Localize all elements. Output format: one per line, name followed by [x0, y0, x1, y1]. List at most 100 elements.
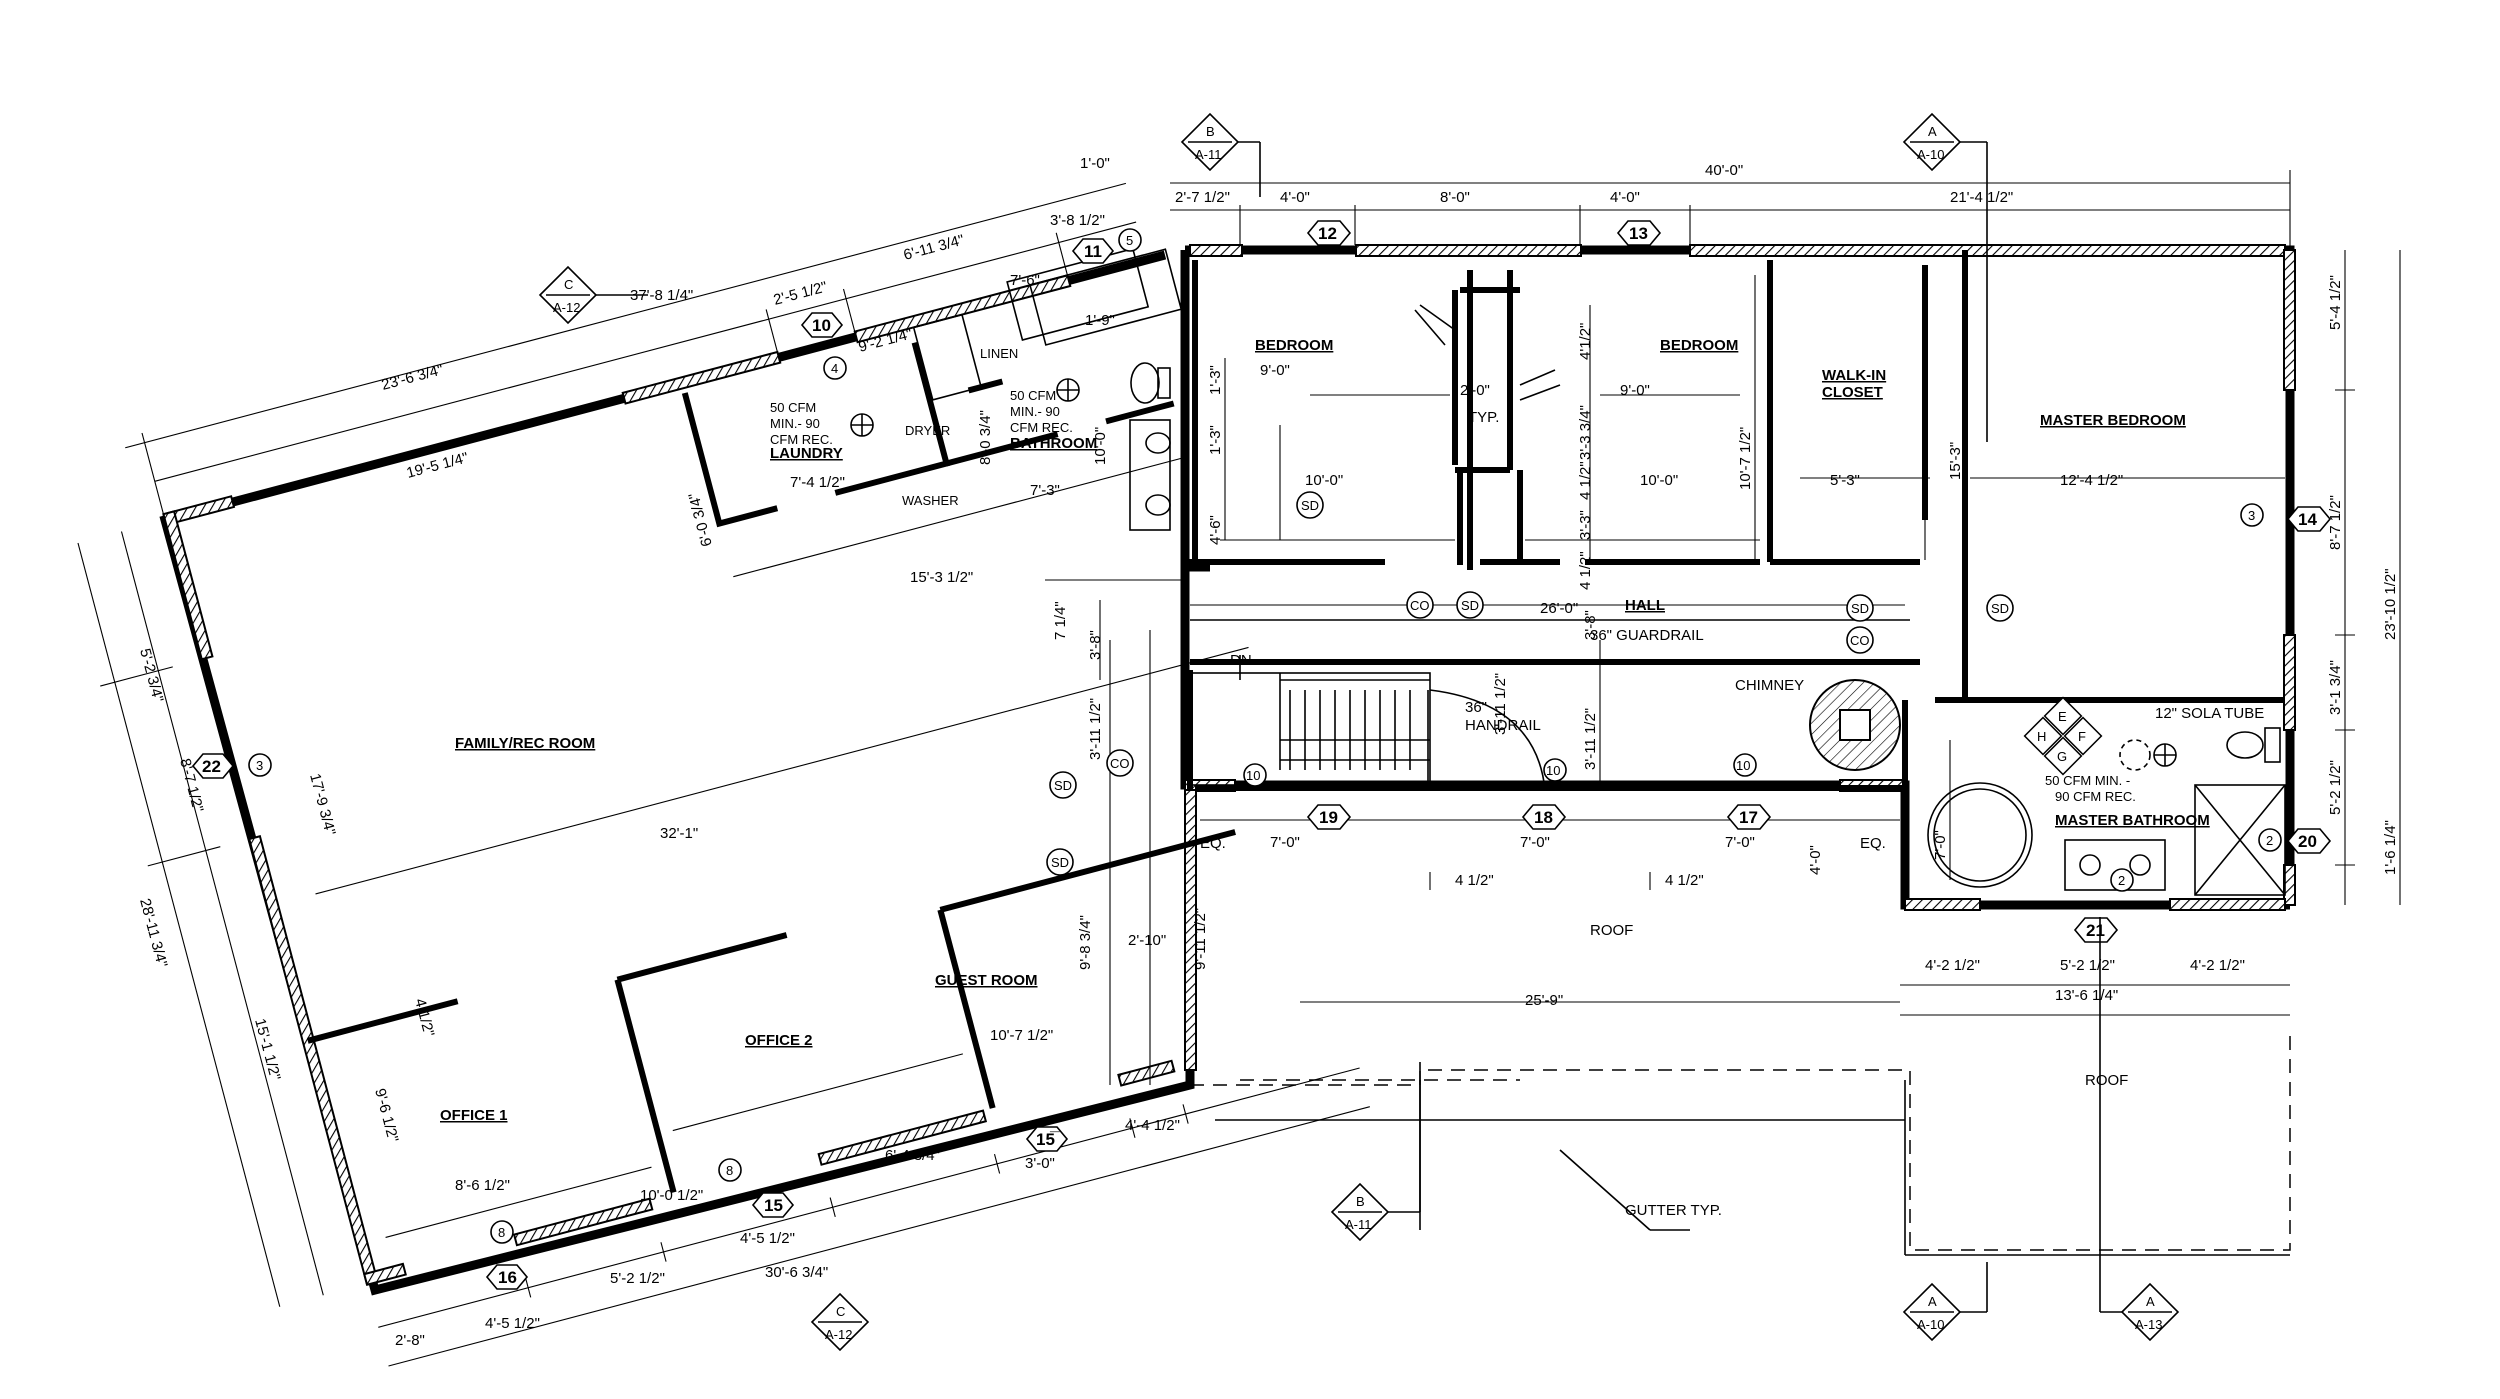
laundry-fan-note-2: MIN.- 90: [770, 416, 820, 431]
dim-text: 23'-10 1/2": [2382, 568, 2399, 640]
tag-g: G: [2057, 749, 2067, 764]
co-detector-icon: CO: [1406, 591, 1434, 619]
number-tag: 2: [2258, 828, 2282, 852]
dim-text: 4'-2 1/2": [1925, 957, 1980, 974]
svg-text:A-11: A-11: [1345, 1217, 1372, 1232]
svg-text:16: 16: [498, 1268, 517, 1287]
master-bath-fixtures: [1927, 727, 2286, 896]
west-wing-hatching: [162, 274, 1176, 1286]
dim-text: 4 1/2": [1665, 872, 1704, 889]
window-tag: 22: [191, 753, 235, 779]
dim-text: 4 1/2": [1455, 872, 1494, 889]
room-label-laundry: LAUNDRY: [770, 445, 843, 462]
dim-text: 10'-7 1/2": [1737, 427, 1754, 490]
dim-text: 7'-3": [1030, 482, 1060, 499]
room-label-master-bedroom: MASTER BEDROOM: [2040, 412, 2186, 429]
dryer-label: DRYER: [905, 423, 950, 438]
dim-text: 40'-0": [1705, 162, 1743, 179]
svg-text:2: 2: [2266, 833, 2273, 848]
roof-label-1: ROOF: [1590, 922, 1633, 939]
dim-text: 15'-3": [1947, 442, 1964, 480]
room-number-tags: 5 4 3 3 10 10 10 8 8 2 2 2: [248, 228, 2282, 1244]
svg-text:SD: SD: [1851, 601, 1869, 616]
svg-text:A-12: A-12: [825, 1327, 852, 1342]
dim-text: 4'-0": [1280, 189, 1310, 206]
dim-text: 4'-5 1/2": [485, 1315, 540, 1332]
dim-text: 7'-0": [1932, 830, 1949, 860]
room-label-hall: HALL: [1625, 597, 1665, 614]
laundry-fan-note-3: CFM REC.: [770, 432, 833, 447]
svg-text:11: 11: [1084, 242, 1102, 261]
svg-text:SD: SD: [1461, 598, 1479, 613]
window-tag: 13: [1616, 220, 1662, 246]
office-walls: [307, 829, 1236, 1194]
svg-text:A: A: [1928, 1294, 1937, 1309]
svg-text:18: 18: [1534, 808, 1553, 827]
detector-symbols: SD SD CO SD CO SD SD CO SD: [1046, 491, 2014, 876]
room-label-master-bathroom: MASTER BATHROOM: [2055, 812, 2210, 829]
tag-e: E: [2058, 709, 2067, 724]
vertical-dimension-text: 5'-4 1/2" 8'-7 1/2" 23'-10 1/2" 3'-1 3/4…: [977, 275, 2399, 970]
dim-text: 3'-1 3/4": [2327, 660, 2344, 715]
gutter-label: GUTTER TYP.: [1625, 1202, 1722, 1219]
section-marker: BA-11: [1180, 112, 1261, 197]
number-tag: 8: [718, 1158, 742, 1182]
eq-label-2: EQ.: [1860, 835, 1886, 852]
window-tag: 19: [1306, 804, 1352, 830]
dim-text: 3'-3": [1577, 510, 1594, 540]
svg-text:15: 15: [764, 1196, 783, 1215]
svg-text:CO: CO: [1110, 756, 1130, 771]
smoke-detector-icon: SD: [1456, 591, 1484, 619]
dim-text: 9'-0": [1620, 382, 1650, 399]
dim-text: 1'-9": [1085, 312, 1115, 329]
number-tag: 3: [248, 753, 272, 777]
dim-text: 3'-11 1/2": [1492, 673, 1509, 735]
number-tag: 10: [1543, 758, 1567, 782]
svg-text:CO: CO: [1850, 633, 1870, 648]
svg-text:2: 2: [2118, 873, 2125, 888]
svg-text:10: 10: [812, 316, 831, 335]
room-label-bedroom-1: BEDROOM: [1255, 337, 1333, 354]
dim-text: 3'-8": [1087, 630, 1104, 660]
dim-text: 10'-7 1/2": [990, 1027, 1053, 1044]
dim-text: 7'-0": [1270, 834, 1300, 851]
wall-hatch: [2283, 864, 2296, 906]
window-tag: 15̅: [1025, 1126, 1069, 1152]
room-label-walk-in: WALK-IN: [1822, 367, 1886, 384]
dim-text: 3'-8 1/2": [1050, 212, 1105, 229]
wall-hatch: [2283, 634, 2296, 731]
dim-text: 5'-4 1/2": [2327, 275, 2344, 330]
dim-text: 8'-0": [1440, 189, 1470, 206]
chimney-label: CHIMNEY: [1735, 677, 1804, 694]
fixture-labels: DRYER WASHER LINEN CHIMNEY DN 36" HANDRA…: [770, 346, 2264, 1219]
dim-text: 9'-8 3/4": [1077, 915, 1094, 970]
dim-text: 4'-5 1/2": [740, 1230, 795, 1247]
tag-h: H: [2037, 729, 2046, 744]
section-markers: BA-11 AA-10 CA-12 BA-11 CA-12 AA-10: [538, 112, 2180, 1352]
section-marker: AA-13: [2099, 917, 2180, 1342]
dim-text: 7'-6": [1010, 272, 1040, 289]
dim-text: 2'-5 1/2": [772, 278, 829, 308]
section-marker: CA-12: [538, 265, 648, 325]
dim-text: 8'-7 1/2": [2327, 495, 2344, 550]
exhaust-fan-symbols: [850, 378, 2177, 767]
roof-label-2: ROOF: [2085, 1072, 2128, 1089]
smoke-detector-icon: SD: [1986, 594, 2014, 622]
svg-text:A-12: A-12: [553, 300, 580, 315]
laundry-bath-walls: [681, 247, 1175, 528]
stair-and-hall: [1187, 619, 1920, 791]
smoke-detector-icon: SD: [1049, 771, 1077, 799]
room-label-bathroom: BATHROOM: [1010, 435, 1097, 452]
dim-text: 2'-0": [1460, 382, 1490, 399]
dim-text: 21'-4 1/2": [1950, 189, 2013, 206]
dim-text: 7 1/4": [1052, 601, 1069, 640]
dim-text: 7'-0": [1725, 834, 1755, 851]
window-tag: 17: [1726, 804, 1772, 830]
svg-text:A: A: [1928, 124, 1937, 139]
svg-text:A-11: A-11: [1195, 147, 1222, 162]
dim-text: 7'-0": [1520, 834, 1550, 851]
window-tags: 12 13 14 11 10 22 19 18 17 20 21 15 16 1…: [191, 220, 2332, 1290]
svg-text:13: 13: [1629, 224, 1648, 243]
number-tag: 10: [1243, 763, 1267, 787]
